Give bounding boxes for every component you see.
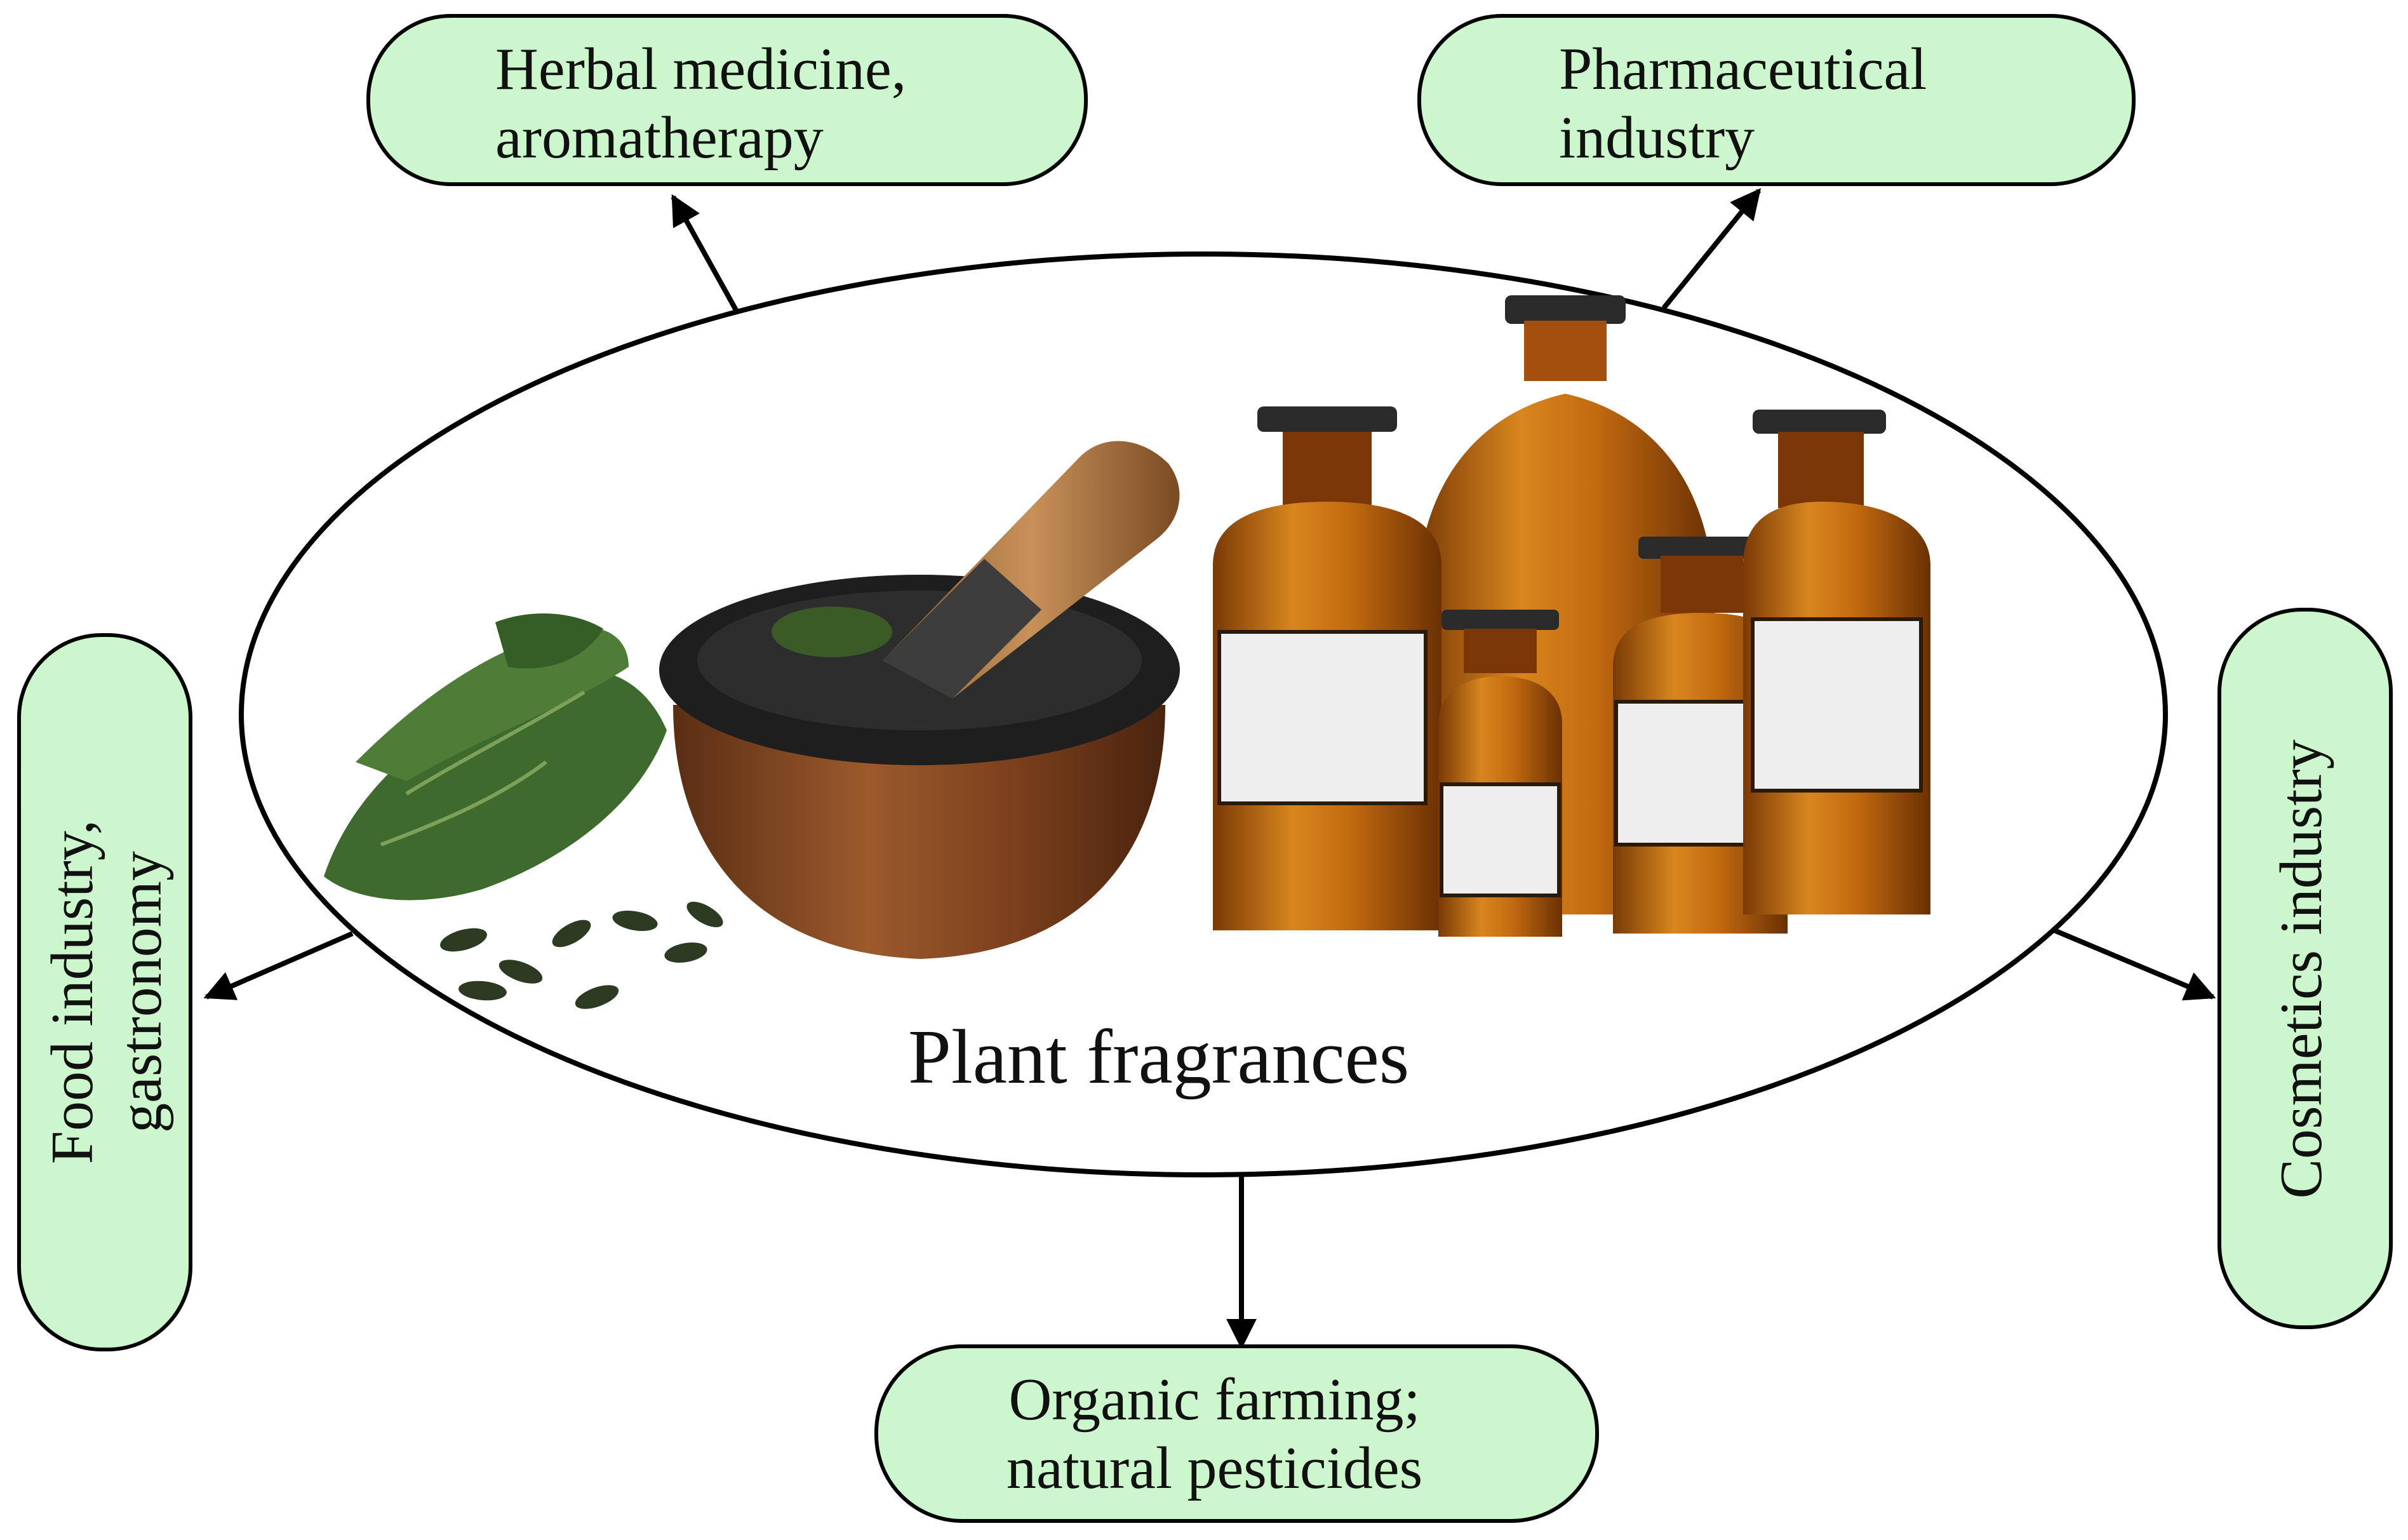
node-pharmaceutical-line-2: industry: [1559, 105, 1755, 171]
node-cosmetics-box: [2217, 608, 2393, 1329]
node-organic-farming-line-1: Organic farming;: [1008, 1367, 1421, 1433]
arrow-to-food-industry: [203, 931, 354, 1000]
mortar-pestle-illustration: [659, 441, 1180, 959]
node-pharmaceutical-text: Pharmaceutical industry: [1559, 35, 1927, 172]
node-herbal-medicine-text: Herbal medicine, aromatherapy: [495, 35, 906, 172]
node-herbal-medicine-line-2: aromatherapy: [495, 105, 824, 171]
node-cosmetics-line-1: Cosmetics industry: [2268, 739, 2334, 1199]
arrow-to-herbal-medicine: [671, 194, 739, 312]
node-herbal-medicine-line-1: Herbal medicine,: [495, 36, 907, 102]
node-herbal-medicine-box: [366, 14, 1088, 186]
node-food-industry-box: [17, 633, 192, 1351]
center-title: Plant fragrances: [908, 1014, 1410, 1100]
node-organic-farming-text: Organic farming; natural pesticides: [1007, 1365, 1422, 1503]
herb-leaves-illustration: [324, 613, 723, 1009]
node-organic-farming-box: [874, 1344, 1599, 1523]
arrow-to-cosmetics: [2053, 928, 2216, 1001]
node-food-industry-text: Food industry, gastronomy: [38, 706, 178, 1278]
amber-bottles-illustration: [1213, 295, 1930, 937]
node-cosmetics-text: Cosmetics industry: [2267, 683, 2343, 1255]
node-food-industry-line-1: Food industry,: [39, 819, 105, 1165]
node-organic-farming-line-2: natural pesticides: [1007, 1435, 1423, 1501]
node-pharmaceutical-line-1: Pharmaceutical: [1559, 36, 1927, 102]
arrow-to-pharmaceutical: [1661, 188, 1762, 310]
node-food-industry-line-2: gastronomy: [108, 851, 174, 1133]
node-pharmaceutical-box: [1417, 14, 2136, 186]
